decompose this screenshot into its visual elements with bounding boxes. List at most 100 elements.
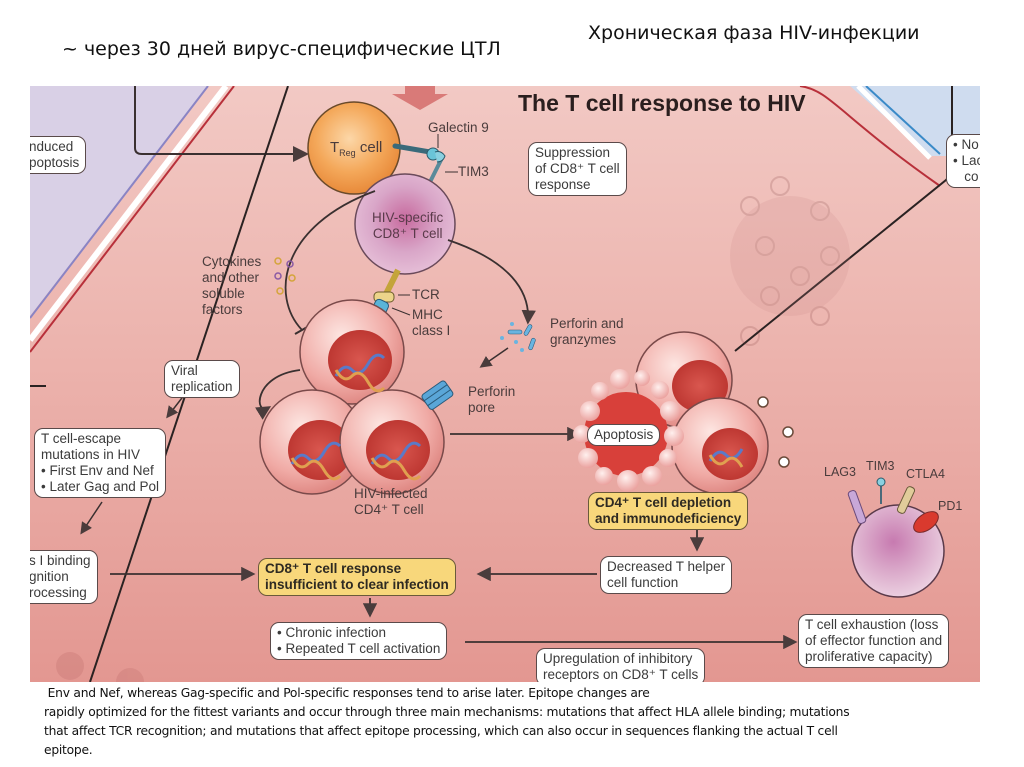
- label-line: class I: [412, 323, 451, 338]
- cytokines-label: Cytokines and other soluble factors: [202, 254, 261, 318]
- box-line: replication: [171, 379, 233, 394]
- suppression-box: Suppression of CD8⁺ T cell response: [528, 142, 627, 196]
- viral-replication-arrow: [255, 369, 301, 420]
- box-line: gnition: [30, 569, 69, 584]
- perforin-granzyme-particles: [500, 322, 536, 352]
- hiv-infected-cd4-cells: [259, 299, 445, 495]
- ctla4-receptor: [896, 486, 916, 514]
- cd8-cell-label: HIV-specific CD8⁺ T cell: [372, 210, 443, 242]
- box-line: • No: [953, 137, 979, 152]
- caption-line: that affect TCR recognition; and mutatio…: [44, 724, 838, 738]
- induced-apoptosis-box: nduced poptosis: [30, 136, 87, 174]
- hla-binding-box: s I binding gnition rocessing: [30, 550, 98, 604]
- escape-mutations-box: T cell-escape mutations in HIV • First E…: [34, 428, 167, 498]
- label-line: granzymes: [550, 332, 617, 347]
- galectin9-molecule: [392, 143, 433, 155]
- region-border-red: [30, 86, 235, 353]
- label-line: CD4⁺ T cell: [354, 502, 424, 517]
- box-line: response: [535, 177, 591, 192]
- box-line: Upregulation of inhibitory: [543, 651, 693, 666]
- label-line: factors: [202, 302, 243, 317]
- box-line: CD4⁺ T cell depletion: [595, 495, 732, 510]
- tim3-label: TIM3: [458, 164, 489, 179]
- box-line: T cell-escape: [41, 431, 122, 446]
- box-line: of effector function and: [805, 633, 943, 648]
- box-line: of CD8⁺ T cell: [535, 161, 620, 176]
- tim3-head: [434, 151, 446, 163]
- hiv-virions: [757, 396, 794, 468]
- slide-title: Хроническая фаза HIV-инфекции: [588, 22, 920, 44]
- ctla4-label: CTLA4: [906, 467, 945, 481]
- caption-line: rapidly optimized for the fittest varian…: [44, 705, 850, 719]
- induced-apoptosis-arrow: [134, 86, 309, 162]
- label-line: Perforin and: [550, 316, 624, 331]
- label-line: and other: [202, 270, 260, 285]
- box-line: cell function: [607, 575, 679, 590]
- box-line: Suppression: [535, 145, 611, 160]
- label-line: Cytokines: [202, 254, 262, 269]
- perforin-granzymes-label: Perforin and granzymes: [550, 316, 624, 348]
- viral-replication-box: Viral replication: [164, 360, 240, 398]
- label-line: HIV-infected: [354, 486, 428, 501]
- lag3-label: LAG3: [824, 465, 856, 479]
- top-down-arrow: [392, 86, 448, 110]
- box-line: s I binding: [30, 553, 91, 568]
- apoptosis-label: Apoptosis: [587, 424, 661, 446]
- label-line: MHC: [412, 307, 443, 322]
- upregulation-box: Upregulation of inhibitory receptors on …: [536, 648, 706, 682]
- box-line: receptors on CD8⁺ T cells: [543, 667, 699, 682]
- tcr-label: TCR: [412, 287, 440, 302]
- galectin9-label: Galectin 9: [428, 120, 489, 135]
- box-line: proliferative capacity): [805, 649, 933, 664]
- right-partial-box: • No • Lac co: [946, 134, 980, 188]
- box-line: Viral: [171, 363, 198, 378]
- box-line: co: [953, 169, 979, 184]
- box-line: insufficient to clear infection: [265, 577, 449, 592]
- hiv-infected-cell-label: HIV-infected CD4⁺ T cell: [354, 486, 428, 518]
- box-line: CD8⁺ T cell response: [265, 561, 402, 576]
- virus-cluster-bottom-left: [56, 652, 144, 682]
- label-line: soluble: [202, 286, 245, 301]
- hiv-specific-cd8-cell: [354, 173, 456, 275]
- tim3-exhaustion-label: TIM3: [866, 459, 895, 473]
- treg-cell-label: TReg cell: [330, 140, 382, 161]
- figure-caption: Env and Nef, whereas Gag-specific and Po…: [44, 684, 1004, 760]
- box-line: nduced: [30, 139, 74, 154]
- label-line: pore: [468, 400, 496, 415]
- box-line: mutations in HIV: [41, 447, 141, 462]
- box-line: • Lac: [953, 153, 980, 168]
- virus-cluster-background: [730, 176, 850, 346]
- pd1-receptor: [913, 511, 939, 533]
- treg-label-suffix: cell: [355, 139, 383, 156]
- right-border-white: [856, 86, 932, 160]
- box-line: • First Env and Nef: [41, 463, 154, 478]
- caption-line: epitope.: [44, 743, 93, 757]
- box-line: • Chronic infection: [277, 625, 387, 640]
- right-border-blue: [865, 86, 941, 155]
- decreased-helper-box: Decreased T helper cell function: [600, 556, 733, 594]
- box-line: Decreased T helper: [607, 559, 726, 574]
- caption-line: Env and Nef, whereas Gag-specific and Po…: [44, 686, 650, 700]
- lag3-receptor: [847, 490, 867, 524]
- tcr-molecule: [383, 268, 401, 296]
- box-line: poptosis: [30, 155, 80, 170]
- box-line: T cell exhaustion (loss: [805, 617, 939, 632]
- pd1-label: PD1: [938, 499, 963, 513]
- box-line: and immunodeficiency: [595, 511, 742, 526]
- cytokine-dots: [274, 257, 296, 295]
- insufficient-response-box: CD8⁺ T cell response insufficient to cle…: [258, 558, 456, 596]
- treg-label-main: T: [330, 139, 340, 156]
- cd8-to-perforin-arrow: [447, 239, 536, 325]
- chronic-infection-box: • Chronic infection • Repeated T cell ac…: [270, 622, 448, 660]
- right-border-red: [799, 86, 941, 187]
- t-cell-exhaustion-box: T cell exhaustion (loss of effector func…: [798, 614, 950, 668]
- region-border-blue: [30, 86, 209, 319]
- box-line: rocessing: [30, 585, 87, 600]
- figure-title: The T cell response to HIV: [518, 90, 806, 116]
- box-line: • Later Gag and Pol: [41, 479, 160, 494]
- perforin-pore-label: Perforin pore: [468, 384, 515, 416]
- slide-subtitle: ~ через 30 дней вирус-специфические ЦТЛ: [62, 38, 501, 60]
- apoptotic-cell: [573, 331, 769, 495]
- label-line: Perforin: [468, 384, 516, 399]
- label-line: CD8⁺ T cell: [372, 226, 443, 241]
